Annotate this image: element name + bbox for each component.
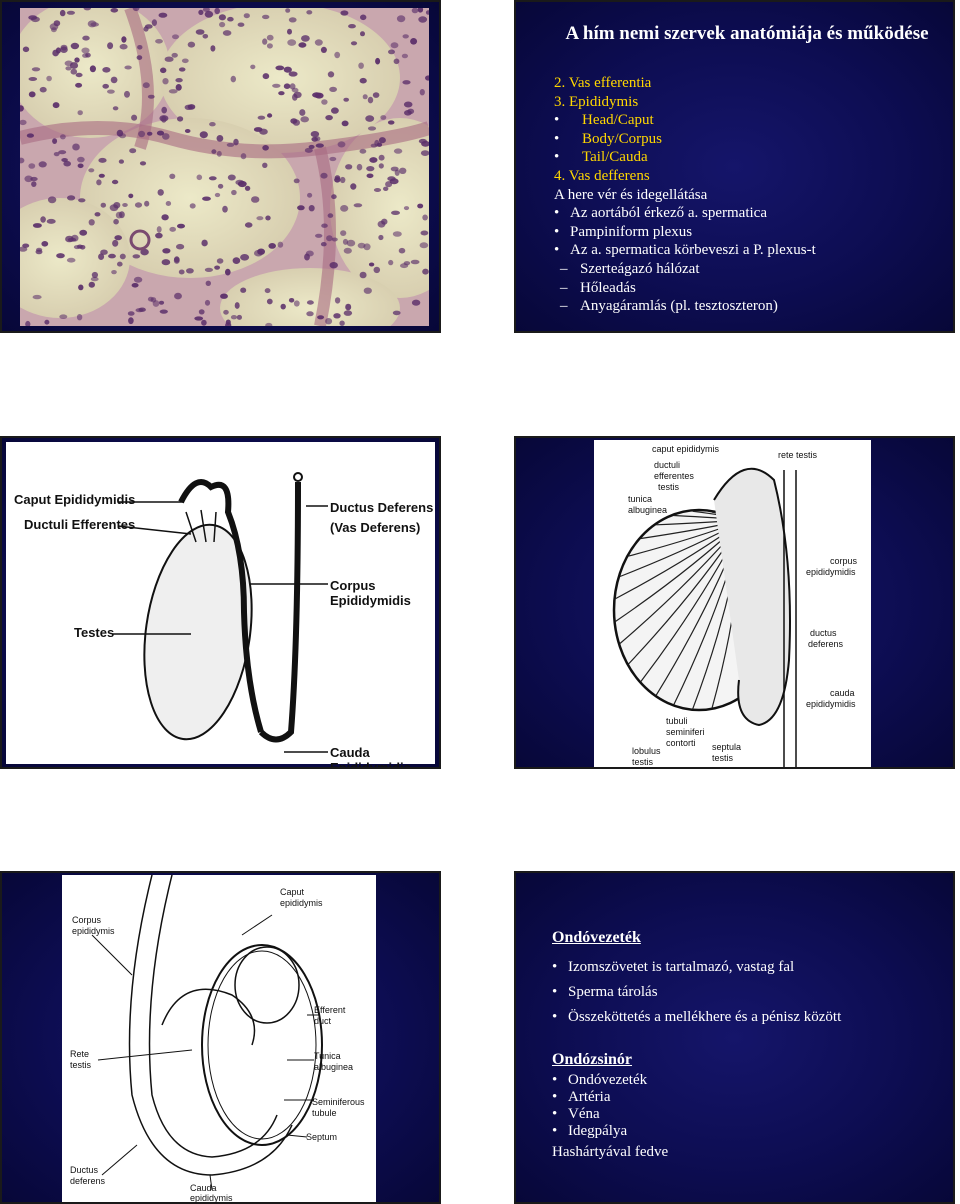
- list-item: Összeköttetés a mellékhere és a pénisz k…: [552, 1005, 841, 1030]
- list-item: 4. Vas defferens: [554, 167, 816, 186]
- label-ductuli: ductuli: [654, 460, 680, 470]
- list-item: Az a. spermatica körbeveszi a P. plexus-…: [554, 241, 816, 260]
- histology-image: [20, 8, 429, 326]
- label-ductus: Ductus: [70, 1165, 98, 1175]
- label-septula: septula: [712, 742, 741, 752]
- testis-section-drawing: [594, 440, 871, 768]
- label-tubule: tubule: [312, 1108, 337, 1118]
- slide-epididymis-diagram: Caput Epididymidis Ductuli Efferentes Du…: [0, 436, 441, 769]
- label-contorti: contorti: [666, 738, 696, 748]
- ondozsinor-list: Ondóvezeték Artéria Véna Idegpálya: [552, 1072, 647, 1140]
- label-testis: testis: [658, 482, 679, 492]
- label-ductuli-efferentes: Ductuli Efferentes: [24, 517, 135, 532]
- label-cauda-epididymis: epididymis: [190, 1193, 233, 1203]
- label-corpus: Corpus: [72, 915, 101, 925]
- list-item: Szerteágazó hálózat: [554, 260, 816, 279]
- slide-testis-section: caput epididymis ductuli efferentes test…: [514, 436, 955, 769]
- list-item: Artéria: [552, 1089, 647, 1106]
- heading-ondovezetek: Ondóvezeték: [552, 929, 641, 947]
- label-efferentes: efferentes: [654, 471, 694, 481]
- label-caput-epididymidis: Caput Epididymidis: [14, 492, 135, 507]
- label-ductus-deferens: Ductus Deferens: [330, 500, 433, 515]
- diagram-panel: Caput Epididymidis Ductuli Efferentes Du…: [6, 442, 435, 764]
- heading-ondozsinor: Ondózsinór: [552, 1051, 632, 1069]
- diagram-panel: Caput epididymis Corpus epididymis Effer…: [62, 875, 376, 1203]
- diagram-panel: caput epididymis ductuli efferentes test…: [594, 440, 871, 768]
- label-ductus: ductus: [810, 628, 837, 638]
- label-corpus-epididymis: epididymis: [72, 926, 115, 936]
- label-rete: Rete: [70, 1049, 89, 1059]
- tubules-drawing: [62, 875, 376, 1203]
- label-tunica: Tunica: [314, 1051, 341, 1061]
- label-seminiferi: seminiferi: [666, 727, 705, 737]
- label-caput-epididymis: caput epididymis: [652, 444, 719, 454]
- label-testes: Testes: [74, 625, 114, 640]
- slide-outline: A hím nemi szervek anatómiája és működés…: [514, 0, 955, 333]
- label-cauda-epididymidis: epididymidis: [806, 699, 856, 709]
- list-item: Anyagáramlás (pl. tesztoszteron): [554, 297, 816, 316]
- list-item: Ondóvezeték: [552, 1072, 647, 1089]
- footer-text: Hashártyával fedve: [552, 1144, 668, 1161]
- label-lobulus: lobulus: [632, 746, 661, 756]
- list-item: Az aortából érkező a. spermatica: [554, 204, 816, 223]
- list-item: Véna: [552, 1106, 647, 1123]
- label-tubuli: tubuli: [666, 716, 688, 726]
- outline-list: 2. Vas efferentia 3. Epididymis Head/Cap…: [554, 74, 816, 316]
- list-item: Tail/Cauda: [554, 148, 816, 167]
- label-cauda: cauda: [830, 688, 855, 698]
- label-rete-testis: rete testis: [778, 450, 817, 460]
- list-item: Body/Corpus: [554, 130, 816, 149]
- label-caput: Caput: [280, 887, 304, 897]
- list-item: Pampiniform plexus: [554, 223, 816, 242]
- slide-title: A hím nemi szervek anatómiája és működés…: [552, 24, 942, 44]
- label-septum: Septum: [306, 1132, 337, 1142]
- slide-epididymis-tubules: Caput epididymis Corpus epididymis Effer…: [0, 871, 441, 1204]
- list-item: Sperma tárolás: [552, 980, 841, 1005]
- list-item: 3. Epididymis: [554, 93, 816, 112]
- ondovezetek-list: Izomszövetet is tartalmazó, vastag fal S…: [552, 955, 841, 1030]
- list-item: 2. Vas efferentia: [554, 74, 816, 93]
- label-efferent-duct: duct: [314, 1016, 331, 1026]
- label-corpus-epididymidis: epididymidis: [806, 567, 856, 577]
- slide-histology: [0, 0, 441, 333]
- list-item: Izomszövetet is tartalmazó, vastag fal: [552, 955, 841, 980]
- label-tunica-albuginea: albuginea: [314, 1062, 353, 1072]
- label-cauda: Cauda: [190, 1183, 217, 1193]
- label-corpus: corpus: [830, 556, 857, 566]
- list-item: Hőleadás: [554, 279, 816, 298]
- label-ductus-deferens: deferens: [70, 1176, 105, 1186]
- label-rete-testis: testis: [70, 1060, 91, 1070]
- label-cauda-epididymidis: Cauda Epididymidis: [330, 745, 435, 769]
- list-item: A here vér és idegellátása: [554, 186, 816, 205]
- label-vas-deferens: (Vas Deferens): [330, 520, 420, 535]
- label-septula-testis: testis: [712, 753, 733, 763]
- label-lobulus-testis: testis: [632, 757, 653, 767]
- list-item: Head/Caput: [554, 111, 816, 130]
- slide-ondovezetek: Ondóvezeték Izomszövetet is tartalmazó, …: [514, 871, 955, 1204]
- label-deferens: deferens: [808, 639, 843, 649]
- list-item: Idegpálya: [552, 1123, 647, 1140]
- label-corpus-epididymidis: Corpus Epididymidis: [330, 578, 435, 608]
- label-caput-epididymis: epididymis: [280, 898, 323, 908]
- label-albuginea: albuginea: [628, 505, 667, 515]
- label-efferent: Efferent: [314, 1005, 345, 1015]
- label-tunica: tunica: [628, 494, 652, 504]
- label-seminiferous: Seminiferous: [312, 1097, 365, 1107]
